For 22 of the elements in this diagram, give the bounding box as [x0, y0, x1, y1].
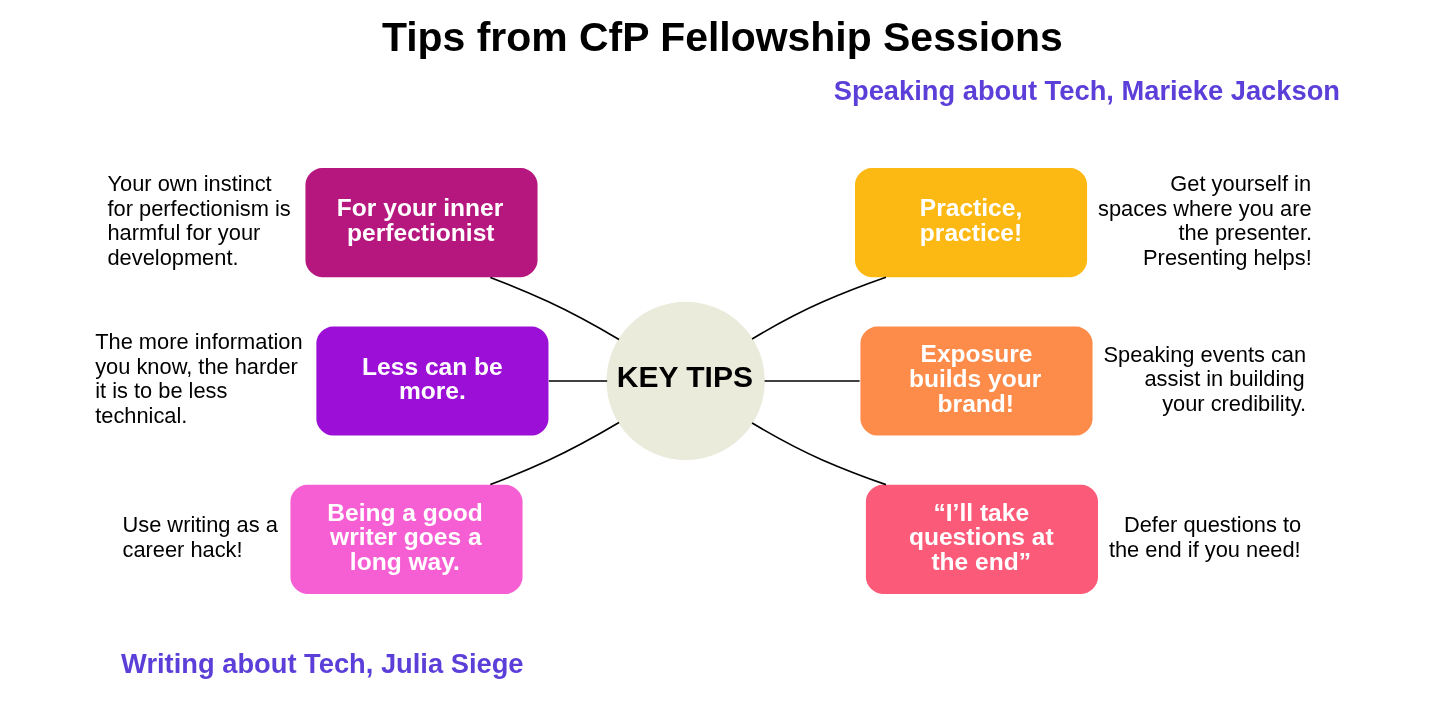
node-box: For your inner perfectionist [304, 168, 538, 278]
node-label: Speaking events can assist in building your credibility. [1102, 341, 1306, 416]
node-box: Less can be more. [315, 326, 548, 436]
node-label: Defer questions to the end if you need! [1108, 512, 1301, 562]
node-box: “I’ll take questions at the end” [865, 484, 1098, 594]
node-label: Your own instinct for perfectionism is harmful for your development. [106, 170, 291, 270]
connector [750, 422, 887, 486]
connector [547, 380, 608, 382]
node-box: Exposure builds your brand! [859, 326, 1093, 436]
diagram-title: Tips from CfP Fellowship Sessions [381, 13, 1063, 60]
node-label: Get yourself in spaces where you are the presenter. Presenting helps! [1097, 170, 1312, 270]
connector [763, 380, 860, 382]
connector [489, 421, 620, 486]
node-label: Use writing as a career hack! [122, 512, 278, 562]
label: Speaking about Tech, Marieke Jackson [833, 74, 1340, 106]
node-box: Practice, practice! [854, 168, 1087, 278]
node-circle: KEY TIPS [606, 301, 765, 461]
connector [489, 276, 620, 341]
node-box: Being a good writer goes a long way. [289, 484, 523, 594]
connector [750, 276, 887, 340]
node-label: The more information you know, the harder it is to be less technical. [94, 329, 303, 429]
label: Writing about Tech, Julia Siege [120, 648, 524, 680]
